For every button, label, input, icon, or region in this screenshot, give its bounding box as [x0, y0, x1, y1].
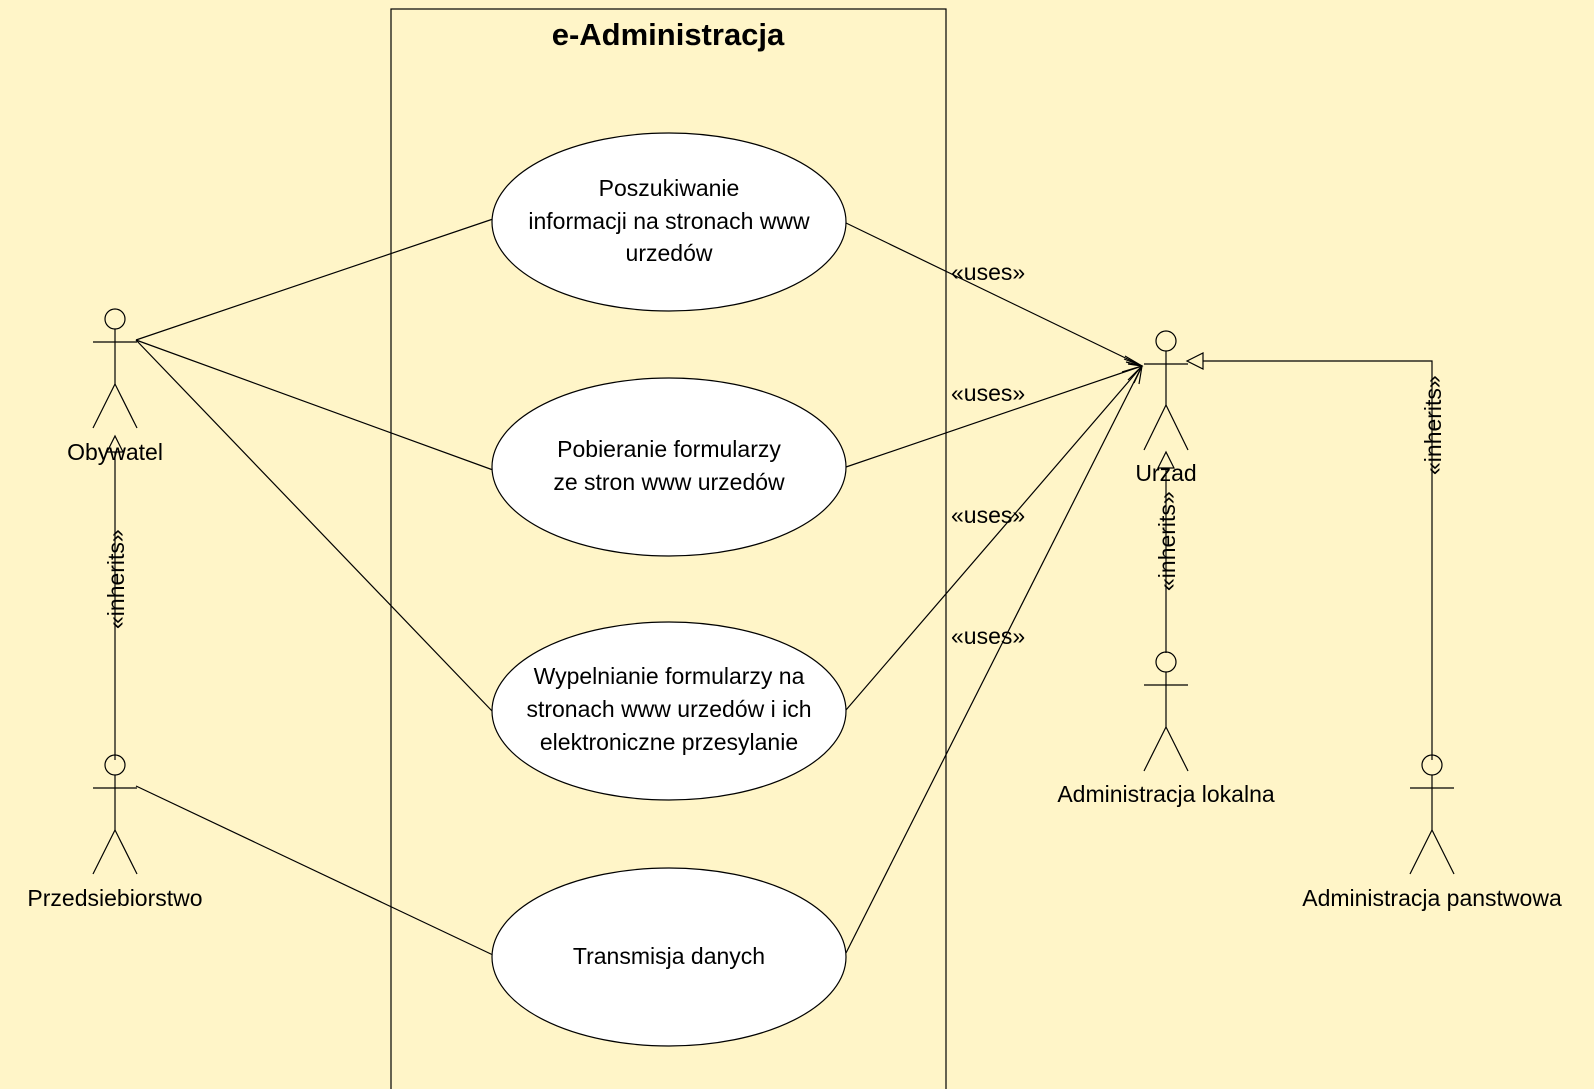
inherits-label-obywatel: «inherits»: [103, 529, 129, 629]
uses-line-uc3: [845, 365, 1143, 711]
association-obywatel-uc3: [135, 339, 494, 713]
use-case-pobieranie-line-2: ze stron www urzedów: [553, 469, 785, 495]
inheritance-lokalna-urzad: [1157, 450, 1175, 653]
use-case-poszukiwanie-line-1: Poszukiwanie: [599, 175, 740, 201]
system-title: e-Administracja: [552, 17, 785, 52]
inheritance-przedsiebiorstwo-obywatel: [106, 434, 124, 760]
actor-label-administracja-lokalna: Administracja lokalna: [1057, 781, 1275, 807]
use-case-transmisja-line-1: Transmisja danych: [573, 943, 765, 969]
use-case-wypelnianie: Wypelnianie formularzy na stronach www u…: [491, 621, 847, 801]
actor-label-administracja-panstwowa: Administracja panstwowa: [1302, 885, 1562, 911]
associations: [135, 218, 494, 956]
actor-urzad: [1143, 330, 1189, 451]
use-case-wypelnianie-line-1: Wypelnianie formularzy na: [534, 663, 805, 689]
inherits-label-lokalna: «inherits»: [1154, 491, 1180, 591]
uses-arrowhead-4: [1127, 363, 1143, 385]
uses-label-2: «uses»: [951, 380, 1025, 406]
uses-line-uc1: [845, 222, 1143, 367]
use-case-poszukiwanie-line-3: urzedów: [626, 240, 713, 266]
use-case-poszukiwanie-line-2: informacji na stronach www: [528, 208, 810, 234]
inherit-arrowhead-urzad-2: [1185, 352, 1204, 370]
uses-label-4: «uses»: [951, 623, 1025, 649]
association-obywatel-uc2: [135, 339, 494, 471]
uses-line-uc4: [845, 365, 1143, 954]
use-case-wypelnianie-line-3: elektroniczne przesylanie: [540, 729, 798, 755]
uses-dependencies: [845, 222, 1144, 954]
use-case-pobieranie: Pobieranie formularzy ze stron www urzed…: [491, 377, 847, 557]
actor-administracja-panstwowa: [1409, 754, 1455, 875]
association-przedsiebiorstwo-uc4: [135, 785, 494, 956]
actor-administracja-lokalna: [1143, 651, 1189, 772]
actor-label-urzad: Urzad: [1135, 460, 1196, 486]
inherits-label-panstwowa: «inherits»: [1420, 375, 1446, 475]
use-case-poszukiwanie: Poszukiwanie informacji na stronach www …: [491, 132, 847, 312]
use-case-wypelnianie-line-2: stronach www urzedów i ich: [526, 696, 811, 722]
inheritance-panstwowa-urzad: [1185, 352, 1433, 760]
association-obywatel-uc1: [135, 218, 494, 341]
system-boundary: [390, 8, 947, 1089]
actor-obywatel: [92, 308, 138, 429]
use-case-pobieranie-line-1: Pobieranie formularzy: [557, 436, 781, 462]
actor-przedsiebiorstwo: [92, 754, 138, 875]
use-case-transmisja: Transmisja danych: [491, 867, 847, 1047]
uses-label-1: «uses»: [951, 259, 1025, 285]
inherit-arrowhead-obywatel: [106, 434, 124, 453]
inherit-arrowhead-urzad-1: [1157, 450, 1175, 469]
uses-label-3: «uses»: [951, 502, 1025, 528]
actor-label-przedsiebiorstwo: Przedsiebiorstwo: [27, 885, 202, 911]
actor-label-obywatel: Obywatel: [67, 439, 163, 465]
uses-line-uc2: [845, 365, 1143, 468]
